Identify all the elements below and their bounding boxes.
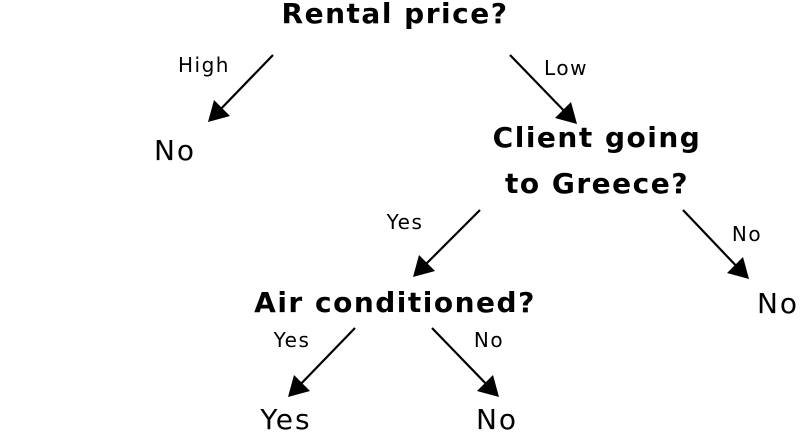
arrowhead-greece-no xyxy=(727,257,749,279)
edge-label-low: Low xyxy=(544,56,588,80)
edge-label-ac-yes: Yes xyxy=(273,328,311,352)
edge-high-arrow xyxy=(214,54,274,116)
arrowhead-high xyxy=(208,100,230,122)
greece-question-line1: Client going xyxy=(492,121,702,154)
greece-question-line2: to Greece? xyxy=(505,167,689,200)
arrowhead-greece-yes xyxy=(413,255,435,277)
leaf-ac-no: No xyxy=(475,403,519,436)
edge-greece-no-arrow xyxy=(682,209,743,273)
edge-label-greece-yes: Yes xyxy=(386,210,424,234)
edge-greece-yes-arrow xyxy=(419,209,481,271)
arrowhead-ac-yes xyxy=(288,375,310,397)
leaf-greece-no: No xyxy=(756,287,800,320)
edge-low-arrow xyxy=(509,54,571,118)
root-question-node: Rental price? xyxy=(281,0,509,30)
ac-question-node: Air conditioned? xyxy=(254,286,536,319)
leaf-high-no: No xyxy=(153,134,197,167)
edge-ac-yes-arrow xyxy=(294,327,356,391)
edge-label-high: High xyxy=(178,53,230,77)
edge-label-ac-no: No xyxy=(473,328,505,352)
edge-ac-no-arrow xyxy=(431,327,493,391)
arrowhead-ac-no xyxy=(477,375,499,397)
arrowhead-low xyxy=(555,102,577,124)
edge-label-greece-no: No xyxy=(731,222,763,246)
leaf-ac-yes: Yes xyxy=(260,403,312,436)
